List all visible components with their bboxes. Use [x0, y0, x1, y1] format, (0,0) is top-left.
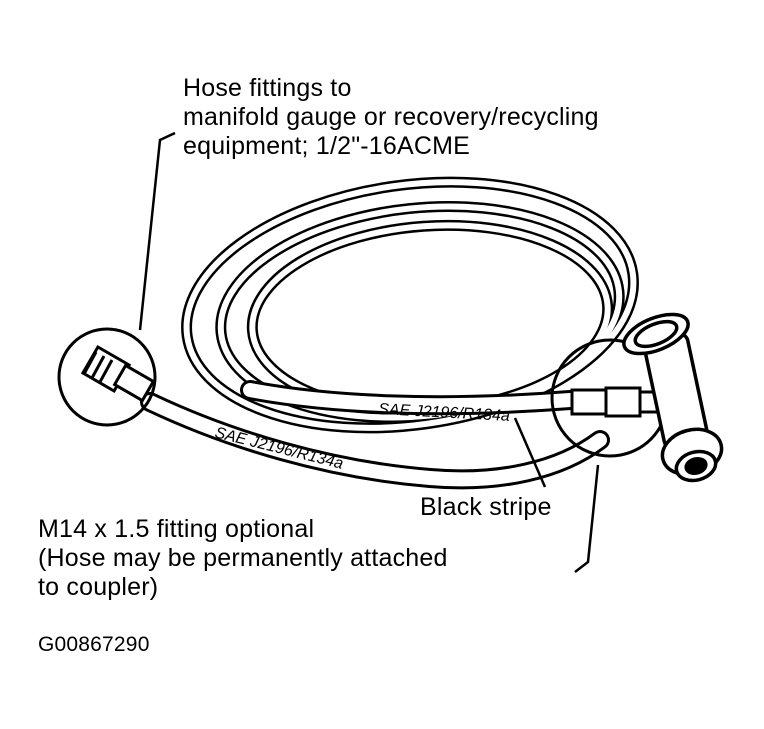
label-fitting-optional-line-1: M14 x 1.5 fitting optional	[38, 515, 315, 543]
hose-upper-run	[240, 380, 580, 416]
label-fitting-optional-line-2: (Hose may be permanently attached	[38, 544, 448, 572]
leader-hose-fittings	[138, 131, 176, 331]
leader-black-stripe	[513, 417, 547, 488]
hose-marking-lower: SAE J2196/R134a	[213, 424, 345, 472]
label-hose-fittings-line-1: Hose fittings to	[183, 74, 352, 102]
left-hose-fitting	[80, 344, 156, 403]
hose-lower-run	[140, 392, 610, 490]
label-fitting-optional: M14 x 1.5 fitting optional (Hose may be …	[38, 515, 448, 602]
label-hose-fittings-line-3: equipment; 1/2"-16ACME	[183, 132, 471, 160]
coupler	[622, 312, 724, 483]
leader-lines	[138, 131, 600, 573]
label-fitting-optional-line-3: to coupler)	[38, 573, 159, 601]
hose-marking-upper: SAE J2196/R134a	[378, 401, 510, 425]
label-black-stripe: Black stripe	[420, 493, 552, 521]
leader-fitting-optional	[574, 464, 600, 573]
right-hose-fitting	[570, 386, 662, 418]
label-hose-fittings-line-2: manifold gauge or recovery/recycling	[183, 103, 599, 131]
left-detail-circle	[57, 327, 157, 427]
figure-id: G00867290	[38, 633, 150, 656]
label-hose-fittings: Hose fittings to manifold gauge or recov…	[183, 74, 599, 161]
hose-coil	[181, 176, 639, 434]
